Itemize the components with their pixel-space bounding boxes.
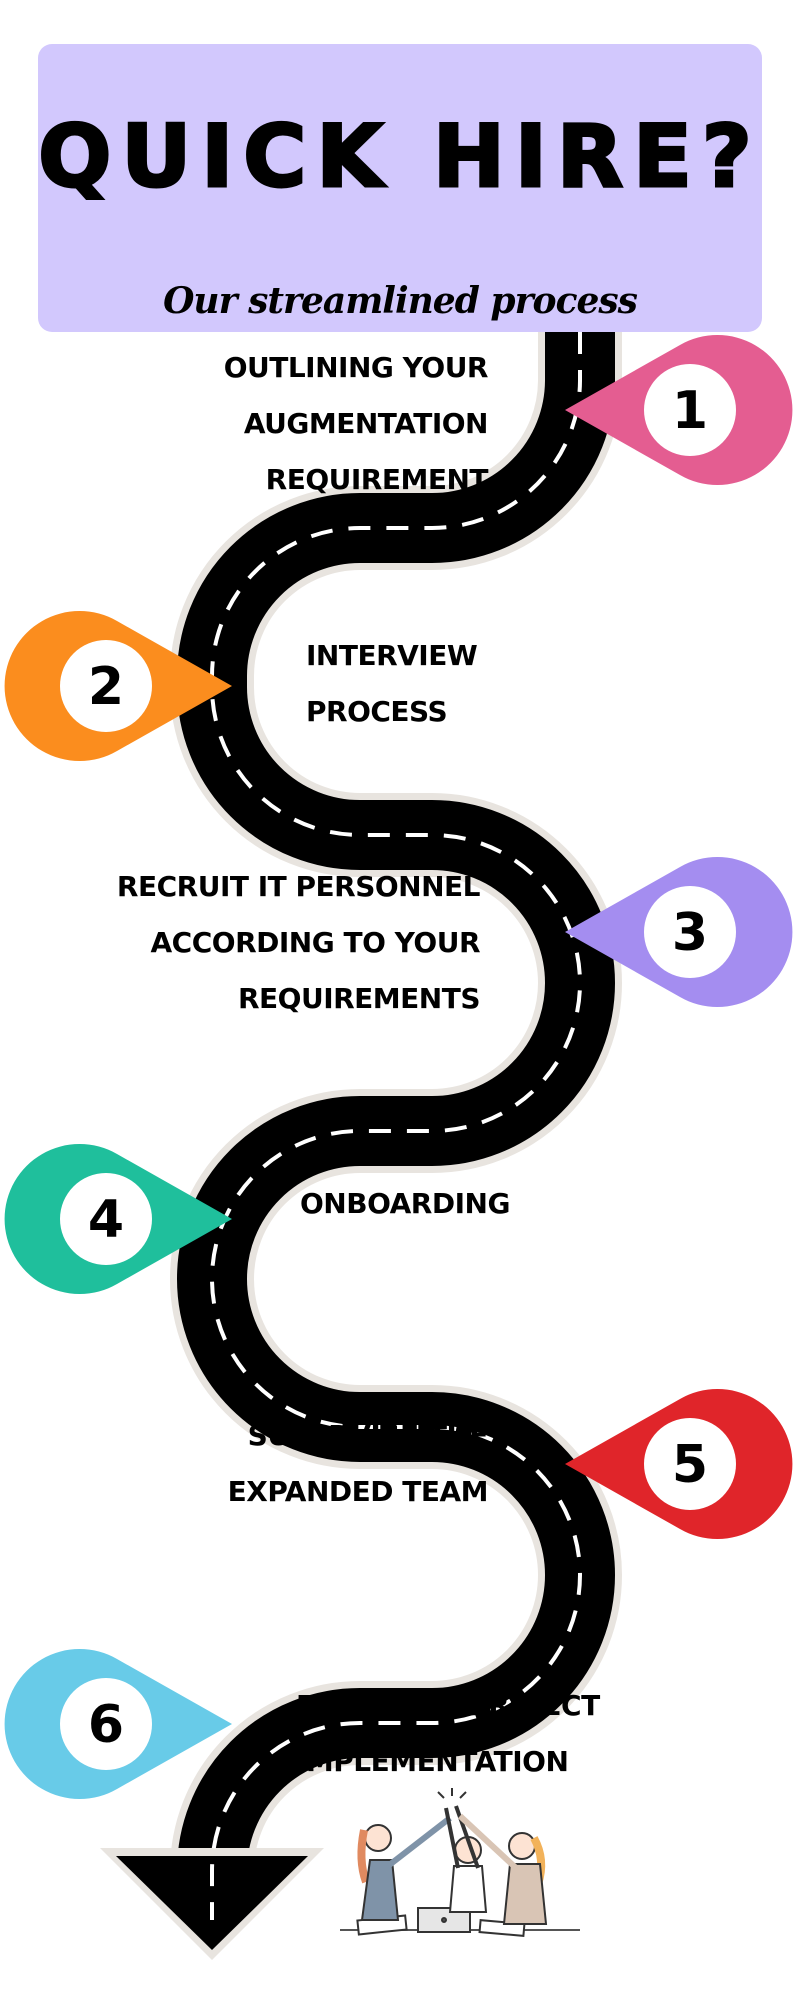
step-3-label-line: ACCORDING TO YOUR [150, 926, 481, 959]
step-4-number: 4 [88, 1190, 124, 1250]
step-2-label: INTERVIEW PROCESS [306, 628, 478, 740]
step-4-marker: 4 [4, 1144, 232, 1294]
step-2-label-line: PROCESS [306, 695, 448, 728]
step-3-label-line: RECRUIT IT PERSONNEL [116, 870, 481, 903]
step-5-marker: 5 [565, 1389, 793, 1539]
step-5-number: 5 [672, 1435, 708, 1495]
road-center-dashes [209, 332, 583, 1920]
step-3-label: RECRUIT IT PERSONNEL ACCORDING TO YOUR R… [116, 859, 481, 1027]
step-5-label-line: EXPANDED TEAM [227, 1475, 489, 1508]
step-6-label-line: EFFECTIVE PROJECT [296, 1689, 600, 1722]
step-1-number: 1 [672, 381, 708, 441]
step-5-label-line: SUPERVISE THE [247, 1419, 489, 1452]
step-4-label-line: ONBOARDING [300, 1187, 510, 1220]
page-subtitle: Our streamlined process [163, 280, 638, 322]
step-2-marker: 2 [4, 611, 232, 762]
step-6-label: EFFECTIVE PROJECT IMPLEMENTATION [296, 1678, 600, 1790]
step-1-label-line: AUGMENTATION [243, 407, 489, 440]
step-1-marker: 1 [565, 335, 793, 485]
step-6-marker: 6 [4, 1649, 232, 1799]
page-title: QUICK HIRE? [37, 107, 762, 207]
step-1-label: OUTLINING YOUR AUGMENTATION REQUIREMENT [223, 340, 489, 508]
step-1-label-line: REQUIREMENT [265, 463, 489, 496]
step-3-marker: 3 [565, 857, 793, 1007]
step-4-label: ONBOARDING [300, 1176, 510, 1232]
step-5-label: SUPERVISE THE EXPANDED TEAM [227, 1408, 489, 1520]
step-3-label-line: REQUIREMENTS [237, 982, 481, 1015]
step-3-number: 3 [672, 903, 708, 963]
team-high-five-illustration [340, 1788, 580, 1937]
header-banner: QUICK HIRE? Our streamlined process [37, 44, 762, 332]
step-6-number: 6 [88, 1695, 124, 1755]
step-1-label-line: OUTLINING YOUR [223, 351, 489, 384]
step-6-label-line: IMPLEMENTATION [296, 1745, 569, 1778]
step-2-label-line: INTERVIEW [306, 639, 478, 672]
step-2-number: 2 [88, 657, 124, 717]
